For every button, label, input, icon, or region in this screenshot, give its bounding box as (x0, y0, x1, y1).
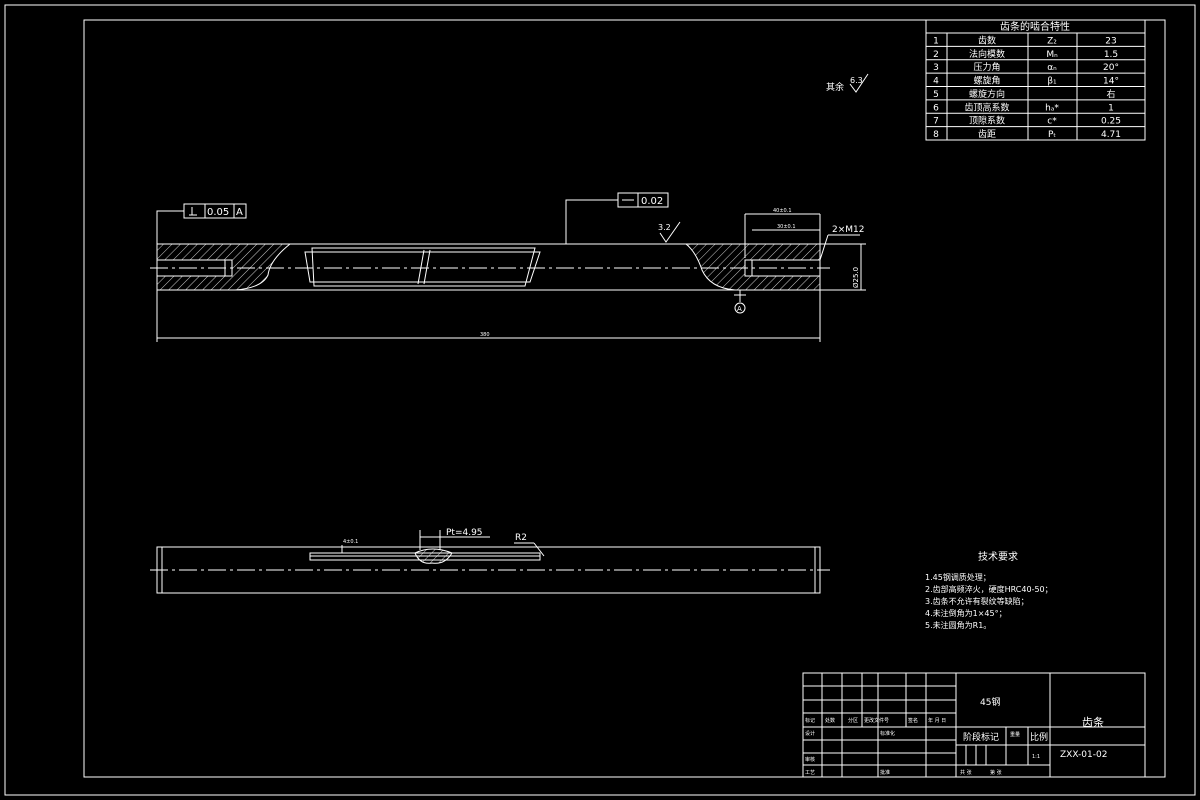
title-block: 标记 处数 分区 更改文件号 签名 年 月 日 设计 标准化 审核 工艺 批准 … (802, 672, 1146, 778)
perp-tol-value: 0.05 (207, 207, 229, 218)
svg-text:共 张: 共 张 (960, 769, 972, 776)
svg-text:30±0.1: 30±0.1 (777, 224, 796, 230)
param-val: 4.71 (1101, 130, 1121, 140)
params-table: 1 齿数 Z₂ 23 2 法向模数 Mₙ 1.5 3 压力角 αₙ 20° 4 螺旋角 β₁ 14° 5 螺旋方向… (925, 19, 1146, 141)
outer-border (4, 4, 1196, 796)
roughness-32: 3.2 (658, 221, 681, 243)
svg-text:签名: 签名 (908, 717, 918, 724)
svg-text:5.未注圆角为R1。: 5.未注圆角为R1。 (925, 620, 991, 630)
param-no: 1 (933, 36, 939, 46)
tech-requirements: 技术要求 1.45钢调质处理； 2.齿部高频淬火，硬度HRC40-50； 3.齿… (925, 550, 1053, 630)
param-val: 14° (1103, 77, 1119, 87)
svg-text:分区: 分区 (848, 717, 858, 724)
param-no: 4 (933, 77, 939, 87)
svg-text:1.45钢调质处理；: 1.45钢调质处理； (925, 572, 991, 582)
flat-tol-value: 0.02 (641, 196, 663, 207)
param-no: 8 (933, 130, 939, 140)
param-name: 压力角 (973, 61, 1000, 73)
svg-text:比例: 比例 (1030, 731, 1048, 743)
svg-text:处数: 处数 (825, 717, 835, 724)
svg-text:Pt=4.95: Pt=4.95 (446, 528, 483, 538)
param-sym: hₐ* (1045, 103, 1059, 113)
param-name: 法向模数 (969, 48, 1005, 60)
param-name: 螺旋角 (973, 75, 1000, 87)
svg-text:第 张: 第 张 (990, 769, 1002, 776)
param-name: 齿数 (978, 34, 996, 46)
svg-text:4±0.1: 4±0.1 (343, 539, 358, 545)
svg-text:4.未注倒角为1×45°；: 4.未注倒角为1×45°； (925, 608, 1007, 618)
param-val: 右 (1106, 88, 1115, 100)
inner-border (83, 19, 1166, 778)
right-dimensions: 40±0.1 30±0.1 2×M12 Ø25.0 (744, 208, 866, 291)
svg-text:设计: 设计 (805, 730, 815, 737)
svg-text:R2: R2 (515, 533, 527, 543)
param-sym: Pₜ (1048, 130, 1056, 140)
svg-text:更改文件号: 更改文件号 (864, 717, 889, 724)
param-val: 1.5 (1104, 50, 1118, 60)
perp-tolerance-frame: 0.05 A (156, 203, 247, 244)
param-name: 齿顶高系数 (964, 101, 1009, 113)
roughness-rest-value: 6.3 (850, 76, 863, 85)
svg-text:Ø25.0: Ø25.0 (852, 267, 860, 288)
svg-text:工艺: 工艺 (805, 770, 815, 776)
tech-title: 技术要求 (978, 550, 1018, 563)
svg-text:3.齿条不允许有裂纹等缺陷；: 3.齿条不允许有裂纹等缺陷； (925, 596, 1029, 606)
part-name: 齿条 (1082, 715, 1104, 729)
overall-length: 380 (156, 290, 821, 342)
param-sym: c* (1047, 117, 1057, 127)
param-val: 20° (1103, 63, 1119, 73)
svg-text:2.齿部高频淬火，硬度HRC40-50；: 2.齿部高频淬火，硬度HRC40-50； (925, 584, 1053, 594)
param-val: 23 (1105, 36, 1116, 46)
svg-text:1:1: 1:1 (1032, 754, 1040, 760)
param-name: 螺旋方向 (969, 88, 1005, 100)
svg-text:标准化: 标准化 (880, 730, 895, 737)
param-no: 6 (933, 103, 939, 113)
roughness-rest-label: 其余 (826, 81, 844, 93)
svg-text:380: 380 (480, 332, 490, 338)
svg-text:重量: 重量 (1010, 731, 1020, 738)
param-val: 0.25 (1101, 117, 1121, 127)
param-sym: β₁ (1047, 77, 1057, 87)
svg-text:2×M12: 2×M12 (832, 225, 864, 235)
param-sym: Mₙ (1046, 50, 1058, 60)
drawing-no: ZXX-01-02 (1060, 750, 1107, 760)
svg-text:标记: 标记 (805, 717, 815, 724)
param-sym: αₙ (1047, 63, 1057, 73)
datum-a: A (734, 290, 746, 314)
svg-text:批准: 批准 (880, 769, 890, 776)
material: 45钢 (980, 696, 1000, 708)
param-name: 顶隙系数 (969, 115, 1005, 127)
param-sym: Z₂ (1047, 36, 1057, 46)
svg-text:年 月 日: 年 月 日 (928, 717, 946, 724)
roughness-rest: 其余 6.3 (826, 73, 869, 93)
param-no: 5 (933, 90, 939, 100)
svg-text:审核: 审核 (805, 756, 815, 763)
param-no: 7 (933, 117, 939, 127)
bottom-view: 4±0.1 Pt=4.95 R2 (150, 528, 830, 594)
svg-text:40±0.1: 40±0.1 (773, 208, 792, 214)
top-view: 0.05 A 0.02 3.2 40±0.1 30±0.1 2×M12 (150, 192, 866, 342)
svg-text:A: A (737, 305, 742, 313)
param-no: 2 (933, 50, 939, 60)
param-no: 3 (933, 63, 939, 73)
params-title: 齿条的啮合特性 (1000, 20, 1070, 33)
param-val: 1 (1108, 103, 1114, 113)
perp-datum: A (236, 207, 243, 218)
svg-text:3.2: 3.2 (658, 223, 671, 232)
teeth-region (311, 247, 536, 287)
svg-text:阶段标记: 阶段标记 (963, 731, 999, 743)
param-name: 齿距 (978, 129, 996, 140)
flat-tolerance-frame: 0.02 (565, 192, 669, 244)
